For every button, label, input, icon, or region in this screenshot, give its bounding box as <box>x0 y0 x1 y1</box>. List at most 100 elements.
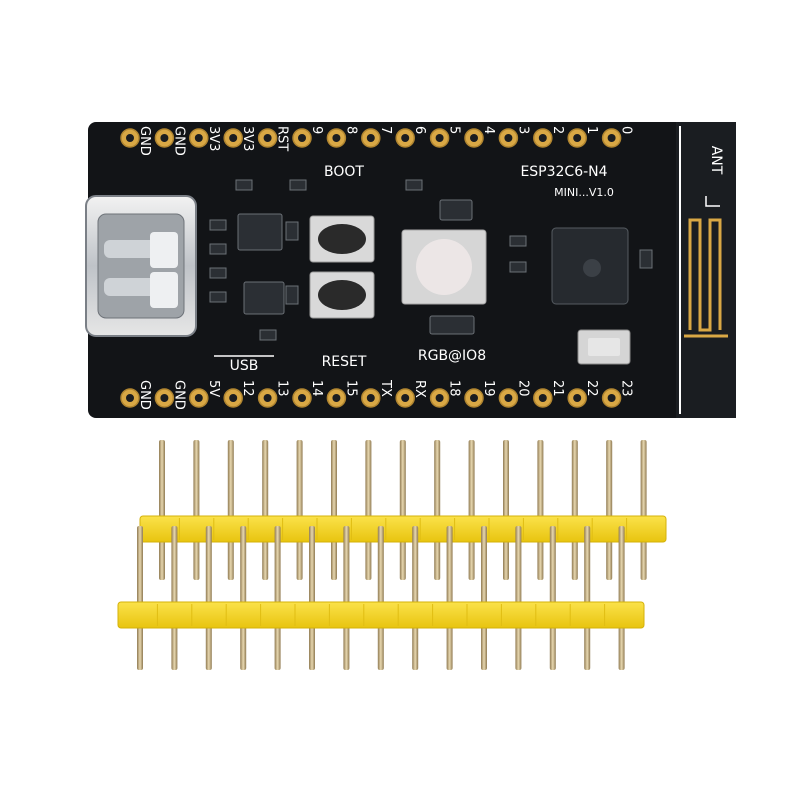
boot-button[interactable] <box>309 215 375 263</box>
reset-label: RESET <box>322 354 367 370</box>
header-pin <box>159 440 165 580</box>
pin-header <box>139 440 667 580</box>
header-pin <box>262 440 269 580</box>
pin-hole <box>435 394 444 402</box>
pin-hole <box>470 134 478 142</box>
pin-label: 15 <box>343 380 358 397</box>
header-pin <box>503 440 509 580</box>
pin-hole <box>470 394 478 402</box>
pin-label: 3 <box>515 126 530 134</box>
pin-label: 23 <box>619 380 634 397</box>
pin-hole <box>194 134 203 142</box>
pin-label: 4 <box>481 126 496 134</box>
pin-label: 21 <box>550 380 565 397</box>
pin-hole <box>332 394 341 402</box>
header-pin <box>343 526 350 670</box>
header-pin <box>137 526 143 670</box>
reset-button[interactable] <box>309 271 375 319</box>
header-pin <box>309 526 315 670</box>
header-pin <box>606 440 613 580</box>
pin-label: 9 <box>309 126 324 134</box>
header-pin <box>468 440 475 580</box>
header-pin <box>296 440 303 580</box>
pin-label: 19 <box>481 380 496 397</box>
pin-hole <box>573 134 582 142</box>
pin-hole <box>298 134 306 142</box>
pin-hole <box>573 394 582 402</box>
pin-label: GND <box>171 126 186 156</box>
pin-label: GND <box>137 380 152 410</box>
header-pin <box>377 526 384 670</box>
pin-hole <box>607 134 616 142</box>
header-pin <box>571 440 578 580</box>
usb-c-connector <box>85 195 197 337</box>
pin-label: 18 <box>447 380 462 397</box>
pin-label: 5V <box>206 380 221 397</box>
pin-hole <box>504 394 513 402</box>
pin-hole <box>332 134 341 142</box>
header-pin <box>240 526 247 670</box>
pin-hole <box>160 134 169 142</box>
pin-label: TX <box>378 379 393 397</box>
pin-hole <box>298 394 306 402</box>
pin-hole <box>401 134 410 142</box>
header-pin <box>331 440 337 580</box>
pin-headers <box>117 440 667 670</box>
header-pin <box>274 526 281 670</box>
pin-label: 20 <box>515 380 530 397</box>
pin-hole <box>366 134 375 142</box>
esp32-chip <box>551 227 629 305</box>
header-pin <box>434 440 441 580</box>
header-pin <box>205 526 212 670</box>
pin-label: RST <box>275 126 290 151</box>
header-pin <box>446 526 453 670</box>
pin-label: 6 <box>412 126 427 134</box>
pin-hole <box>263 394 272 402</box>
pin-hole <box>229 134 238 142</box>
pin-label: 0 <box>619 126 634 134</box>
pin-label: 7 <box>378 126 393 134</box>
pin-label: 3V3 <box>206 126 221 151</box>
pin-hole <box>194 394 203 402</box>
pin-label: RX <box>412 380 427 398</box>
version-label: MINI...V1.0 <box>554 186 614 199</box>
pin-label: 8 <box>343 126 358 134</box>
pin-hole <box>607 394 616 402</box>
header-pin <box>412 526 419 670</box>
pin-header <box>117 526 645 670</box>
pin-hole <box>538 394 547 402</box>
pin-label: 1 <box>584 126 599 134</box>
pin-hole <box>126 394 134 402</box>
pin-hole <box>229 394 238 402</box>
antenna-area <box>676 122 736 418</box>
header-plastic <box>117 601 645 629</box>
pin-hole <box>504 134 513 142</box>
boot-label: BOOT <box>324 164 364 180</box>
rgb-led <box>401 229 487 305</box>
pin-label: 5 <box>447 126 462 134</box>
pin-label: 2 <box>550 126 565 134</box>
small-components <box>209 179 653 341</box>
pin-hole <box>263 134 272 142</box>
model-label: ESP32C6-N4 <box>520 164 607 180</box>
pin-hole <box>401 394 410 402</box>
pin-label: 22 <box>584 380 599 397</box>
antenna-label: ANT <box>708 146 724 175</box>
pin-label: 14 <box>309 380 324 397</box>
header-pin <box>537 440 544 580</box>
pin-label: GND <box>137 126 152 156</box>
header-pin <box>640 440 647 580</box>
usb-label: USB <box>230 358 259 374</box>
pin-hole <box>435 134 444 142</box>
pin-hole <box>538 134 547 142</box>
pcb-board: ANT USB BOOT RESET RGB@IO8 <box>85 122 736 418</box>
pin-hole <box>160 394 169 402</box>
header-pin <box>481 526 487 670</box>
rgb-label: RGB@IO8 <box>418 348 486 364</box>
pin-label: 12 <box>240 380 255 397</box>
pin-hole <box>126 134 134 142</box>
pin-label: GND <box>171 380 186 410</box>
